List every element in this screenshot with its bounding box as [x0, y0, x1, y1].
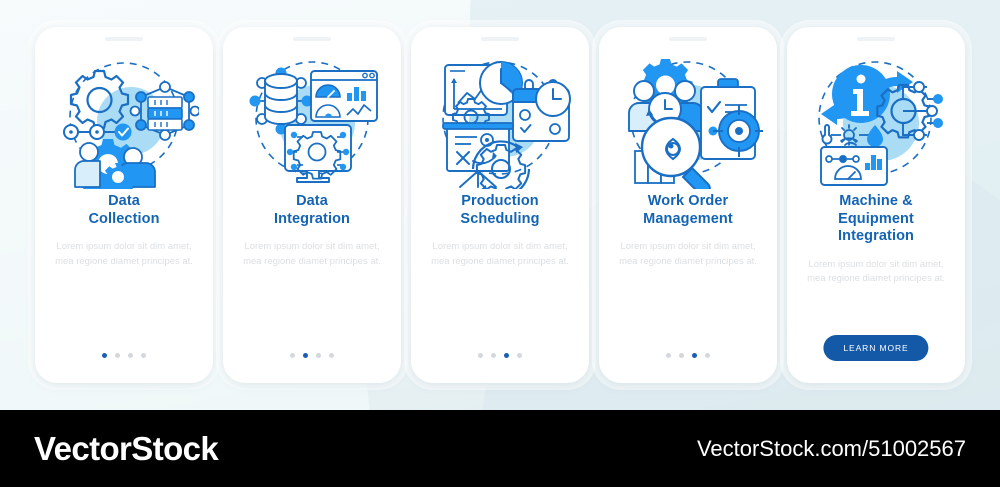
- pagination-dot-3[interactable]: [692, 353, 697, 358]
- phone-speaker-icon: [857, 37, 895, 41]
- screen-body-text: Lorem ipsum dolor sit dim amet, mea regi…: [431, 241, 569, 267]
- pagination-dot-1[interactable]: [290, 353, 295, 358]
- pagination-dot-4[interactable]: [517, 353, 522, 358]
- pagination-dots[interactable]: [411, 353, 589, 358]
- pagination-dot-2[interactable]: [491, 353, 496, 358]
- pagination-dots[interactable]: [223, 353, 401, 358]
- screen-body-text: Lorem ipsum dolor sit dim amet, mea regi…: [55, 241, 193, 267]
- illustration-info-gear-circuit-sensors: [801, 47, 951, 189]
- vectorstock-url: VectorStock.com/51002567: [696, 435, 966, 461]
- pagination-dot-1[interactable]: [478, 353, 483, 358]
- pagination-dots[interactable]: [35, 353, 213, 358]
- phone-speaker-icon: [669, 37, 707, 41]
- screen-body-text: Lorem ipsum dolor sit dim amet, mea regi…: [619, 241, 757, 267]
- pagination-dot-3[interactable]: [316, 353, 321, 358]
- illustration-database-network-dashboard: [237, 47, 387, 189]
- pagination-dot-4[interactable]: [329, 353, 334, 358]
- pagination-dot-2[interactable]: [679, 353, 684, 358]
- pagination-dot-4[interactable]: [141, 353, 146, 358]
- pagination-dots[interactable]: [599, 353, 777, 358]
- learn-more-button[interactable]: LEARN MORE: [823, 335, 929, 361]
- phone-speaker-icon: [481, 37, 519, 41]
- illustration-chart-clock-calendar-gear: [425, 47, 575, 189]
- illustration-gears-server-network-person: [49, 47, 199, 189]
- screen-body-text: Lorem ipsum dolor sit dim amet, mea regi…: [807, 259, 945, 285]
- pagination-dot-3[interactable]: [504, 353, 509, 358]
- phone-speaker-icon: [105, 37, 143, 41]
- pagination-dot-4[interactable]: [705, 353, 710, 358]
- vectorstock-brand: VectorStock: [34, 429, 219, 467]
- pagination-dot-3[interactable]: [128, 353, 133, 358]
- pagination-dot-2[interactable]: [115, 353, 120, 358]
- pagination-dot-2[interactable]: [303, 353, 308, 358]
- pagination-dot-1[interactable]: [102, 353, 107, 358]
- phone-speaker-icon: [293, 37, 331, 41]
- watermark-footer: VectorStock VectorStock.com/51002567: [0, 410, 1000, 487]
- screen-body-text: Lorem ipsum dolor sit dim amet, mea regi…: [243, 241, 381, 267]
- illustration-people-clipboard-magnifier: [613, 47, 763, 189]
- pagination-dot-1[interactable]: [666, 353, 671, 358]
